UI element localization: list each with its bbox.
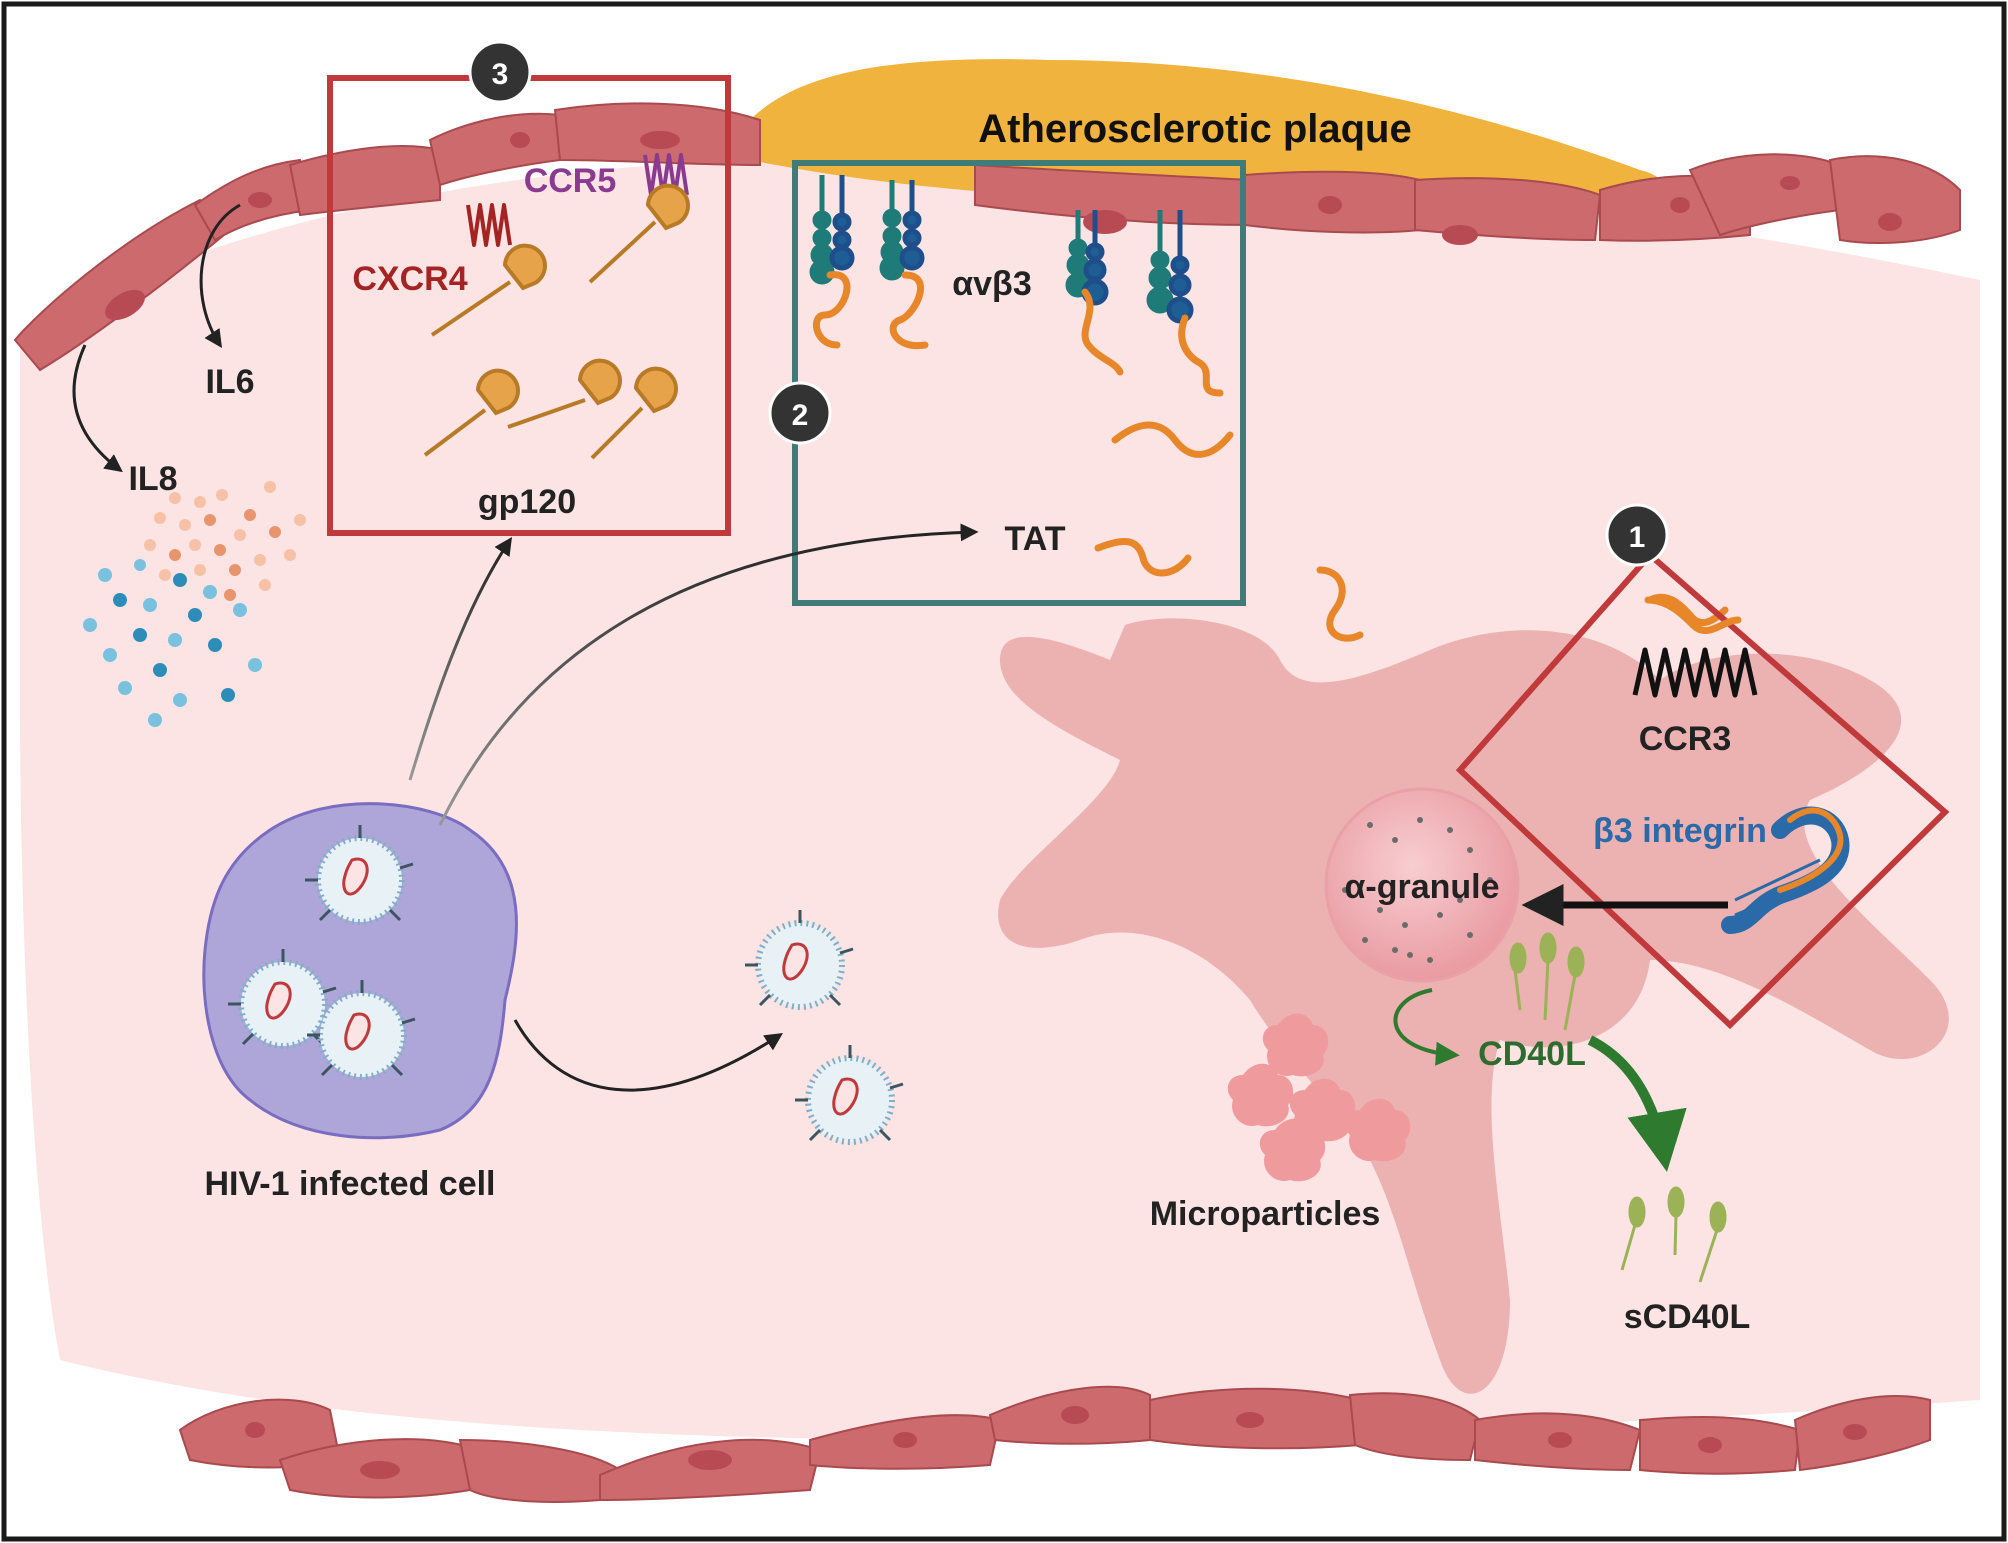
activated-platelet <box>998 618 1949 1394</box>
cd40l-label: CD40L <box>1478 1035 1586 1073</box>
infected-cell-label: HIV-1 infected cell <box>205 1165 496 1203</box>
badge-1: 1 <box>1605 503 1669 567</box>
gp120-label: gp120 <box>478 483 576 521</box>
top-endothelium-nuclei <box>105 131 1902 321</box>
tat-label: TAT <box>1004 520 1065 558</box>
ccr3-receptor <box>1632 647 1758 698</box>
microparticles <box>1227 1013 1411 1182</box>
svg-text:1: 1 <box>1629 521 1646 554</box>
bottom-endothelium-nuclei <box>245 1406 1867 1479</box>
cxcr4-receptor <box>466 203 512 247</box>
hiv-virions <box>228 825 904 1145</box>
ccr5-label: CCR5 <box>524 162 617 200</box>
cell-to-gp120-arrow <box>408 537 512 781</box>
il8-arrow <box>72 344 123 473</box>
avb3-label: αvβ3 <box>952 265 1031 303</box>
hiv-infected-cell <box>202 802 518 1140</box>
b3-integrin-receptor <box>1721 806 1850 934</box>
il6-arrow <box>199 203 241 348</box>
cd40l-molecules <box>1509 932 1585 1031</box>
scd40l-label: sCD40L <box>1624 1298 1751 1336</box>
plaque-label: Atherosclerotic plaque <box>978 107 1411 151</box>
microparticles-label: Microparticles <box>1150 1195 1381 1233</box>
alpha-granule-label: α-granule <box>1344 868 1499 906</box>
badge-3: 3 <box>468 40 532 104</box>
svg-text:2: 2 <box>792 399 809 432</box>
b3-integrin-label: β3 integrin <box>1593 812 1767 850</box>
il6-label: IL6 <box>205 363 254 401</box>
tat-proteins <box>813 271 1729 642</box>
gp120-glycoproteins <box>423 183 690 460</box>
svg-text:3: 3 <box>492 58 509 91</box>
alpha-granule <box>1324 787 1520 983</box>
cell-to-virions-arrow <box>513 1019 784 1092</box>
cxcr4-label: CXCR4 <box>352 260 467 298</box>
avb3-integrins <box>809 175 1194 324</box>
cell-to-tat-arrow <box>438 523 979 826</box>
cytokine-dots <box>83 481 306 727</box>
granule-to-cd40l-arrow <box>1393 988 1460 1066</box>
ccr3-label: CCR3 <box>1639 720 1732 758</box>
cd40l-to-scd40l-arrow <box>1587 1035 1687 1172</box>
il8-label: IL8 <box>128 460 177 498</box>
ccr5-receptor <box>643 153 689 197</box>
badge-2: 2 <box>768 381 832 445</box>
box-1-ccr3-b3-integrin <box>1455 550 1950 1030</box>
tat-on-ccr3 <box>1644 596 1742 635</box>
scd40l-molecules <box>1620 1186 1727 1283</box>
